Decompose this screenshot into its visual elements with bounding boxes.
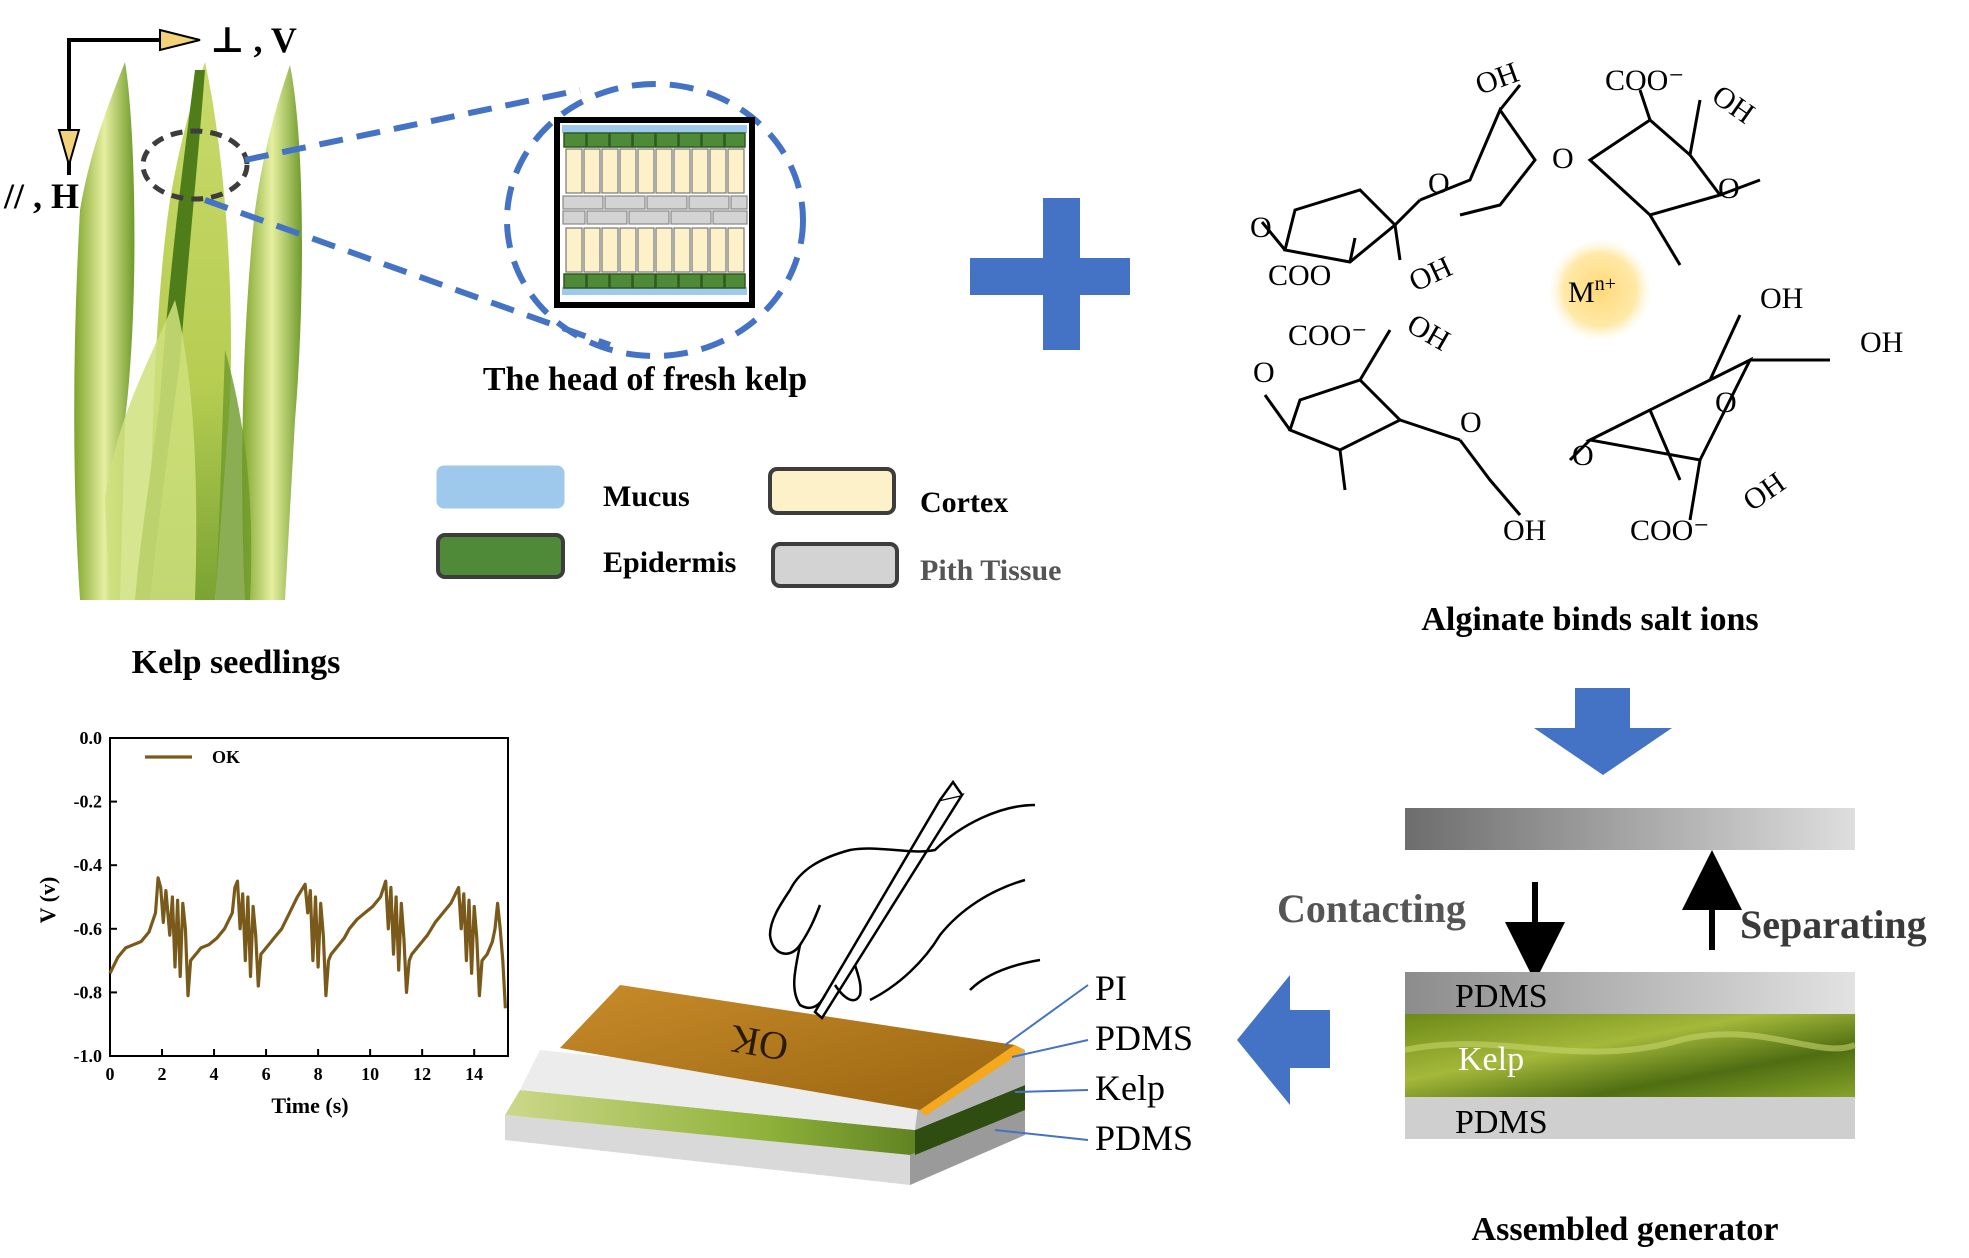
contacting-label: Contacting	[1277, 886, 1466, 931]
chart-series-line-ok	[108, 876, 507, 1009]
pi-film	[560, 985, 1015, 1110]
label-coo-1: COO⁻	[1605, 64, 1684, 97]
metal-ion-charge: n+	[1595, 273, 1616, 295]
assembled-generator: Contacting Separating PDMS Kelp PDMS	[1277, 808, 1927, 1141]
device-label-pdms-top: PDMS	[1095, 1018, 1193, 1058]
alginate-structure	[1260, 84, 1830, 521]
chart-x-tick-label: 0	[106, 1064, 115, 1084]
chart-y-tick-label: -1.0	[74, 1046, 103, 1066]
legend-label-epidermis: Epidermis	[603, 546, 736, 579]
separating-label: Separating	[1740, 902, 1927, 947]
legend-swatch-mucus	[436, 465, 565, 509]
zoom-caption: The head of fresh kelp	[483, 361, 807, 398]
hand-pencil-icon	[768, 779, 1041, 1020]
kelp-head-zoom	[504, 81, 806, 359]
orientation-arrows: ⊥ , V // , H	[3, 20, 297, 216]
legend-label-pith: Pith Tissue	[920, 554, 1061, 587]
generator-kelp	[1405, 1014, 1855, 1097]
generator-caption: Assembled generator	[1472, 1211, 1779, 1248]
zoom-lines	[203, 87, 612, 348]
chart-y-tick-label: -0.8	[74, 982, 103, 1002]
device-layer-labels: PI PDMS Kelp PDMS	[1095, 968, 1193, 1158]
device-label-pi: PI	[1095, 968, 1127, 1008]
device-written-text: OK	[727, 1016, 792, 1070]
kelp-head-highlight	[140, 128, 250, 202]
chart-legend-label: OK	[212, 747, 240, 767]
tissue-legend: Mucus Cortex Epidermis Pith Tissue	[436, 465, 1061, 588]
label-oh-6: OH	[1860, 326, 1903, 359]
label-coo-3: COO⁻	[1288, 319, 1367, 352]
device-layer-pointers	[994, 984, 1089, 1141]
generator-top-pdms	[1405, 972, 1855, 1014]
metal-ion-symbol: M	[1568, 276, 1595, 309]
generator-layer-kelp: Kelp	[1458, 1041, 1524, 1078]
voltage-chart: 0 2 4 6 8 10 12 14 0.0 -0.2 -0.4 -0.6 -0.8 -1.0 OK Ti…	[35, 728, 509, 1118]
generator-layer-pdms-top: PDMS	[1455, 978, 1548, 1015]
kelp-seedlings-caption: Kelp seedlings	[132, 644, 341, 681]
chart-x-label: Time (s)	[271, 1093, 348, 1118]
label-coo-2: COO	[1268, 259, 1331, 292]
label-oh-3: OH	[1404, 250, 1457, 298]
top-electrode	[1405, 808, 1855, 850]
label-oh-5: OH	[1402, 307, 1456, 357]
chart-x-tick-label: 2	[158, 1064, 167, 1084]
label-coo-4: COO⁻	[1630, 514, 1709, 547]
label-oh-8: OH	[1503, 514, 1546, 547]
chart-y-tick-label: 0.0	[80, 728, 103, 748]
chart-x-tick-label: 8	[314, 1064, 323, 1084]
axis-parallel-label: // , H	[3, 176, 79, 216]
label-o-5: O	[1253, 356, 1275, 389]
left-arrow-icon	[1237, 975, 1330, 1105]
device-label-pdms-bottom: PDMS	[1095, 1118, 1193, 1158]
device-illustration: OK	[505, 985, 1025, 1185]
alginate-caption: Alginate binds salt ions	[1421, 601, 1758, 638]
down-arrow-icon	[1534, 688, 1672, 775]
chart-x-tick-label: 4	[210, 1064, 219, 1084]
chart-y-label: V (v)	[35, 877, 60, 924]
axis-perpendicular-label: ⊥ , V	[210, 20, 297, 60]
chart-x-tick-label: 14	[465, 1064, 483, 1084]
chart-x-tick-label: 12	[413, 1064, 431, 1084]
generator-bottom-pdms	[1405, 1097, 1855, 1139]
legend-label-mucus: Mucus	[603, 480, 690, 513]
legend-swatch-pith	[771, 542, 899, 588]
chart-y-tick-label: -0.2	[74, 792, 103, 812]
label-o-6: O	[1460, 406, 1482, 439]
label-oh-7: OH	[1737, 466, 1791, 518]
label-oh-1: OH	[1471, 56, 1523, 102]
label-o-3: O	[1718, 172, 1740, 205]
chart-x-tick-label: 10	[361, 1064, 379, 1084]
label-o-4: O	[1250, 211, 1272, 244]
legend-swatch-cortex	[768, 467, 896, 515]
chart-ticks: 0 2 4 6 8 10 12 14 0.0 -0.2 -0.4 -0.6 -0.8 -1.0	[74, 728, 484, 1084]
chart-y-tick-label: -0.4	[74, 855, 103, 875]
metal-ion-label: Mn+	[1568, 273, 1616, 309]
label-o-2: O	[1428, 167, 1450, 200]
chart-y-tick-label: -0.6	[74, 919, 103, 939]
label-o-1: O	[1552, 142, 1574, 175]
plus-icon	[970, 198, 1130, 350]
generator-layer-pdms-bottom: PDMS	[1455, 1104, 1548, 1141]
chart-x-tick-label: 6	[262, 1064, 271, 1084]
device-label-kelp: Kelp	[1095, 1068, 1165, 1108]
label-o-8: O	[1572, 439, 1594, 472]
label-o-7: O	[1715, 386, 1737, 419]
legend-swatch-epidermis	[436, 533, 565, 579]
label-oh-4: OH	[1760, 282, 1803, 315]
label-oh-2: OH	[1706, 79, 1760, 131]
legend-label-cortex: Cortex	[920, 486, 1008, 519]
kelp-seedlings-picture	[74, 62, 302, 600]
metal-ion-glow	[1548, 238, 1652, 342]
